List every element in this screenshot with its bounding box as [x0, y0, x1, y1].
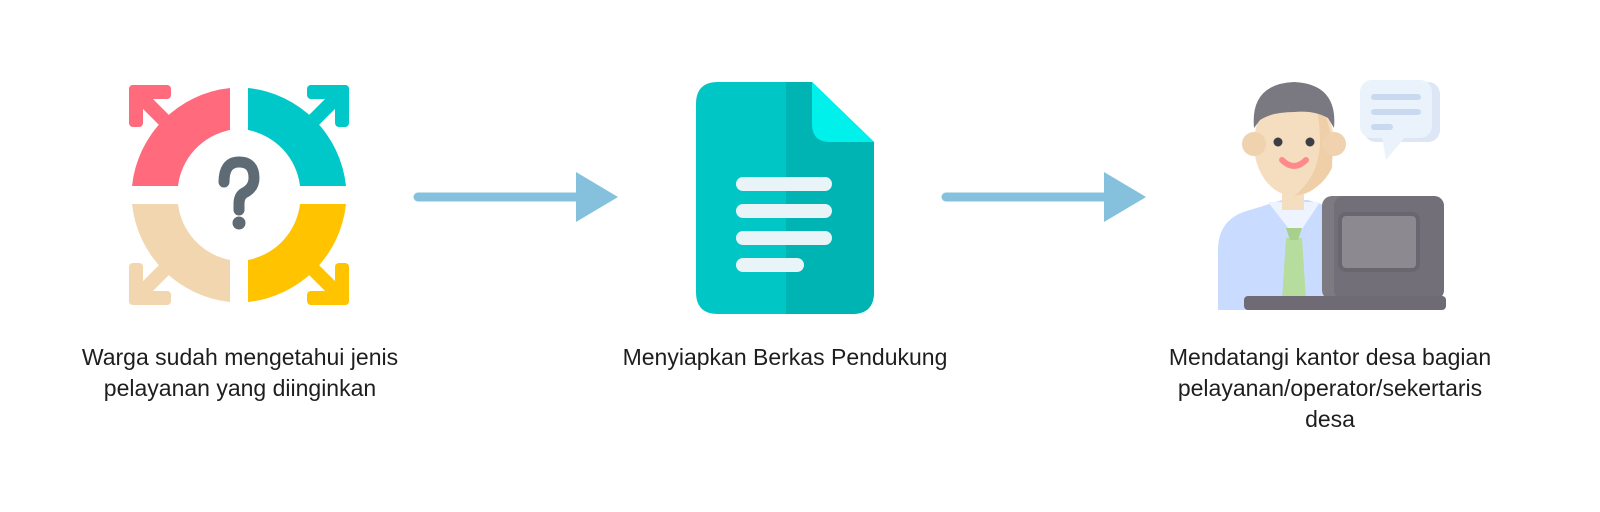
step-3-label-line-1: Mendatangi kantor desa bagian [1168, 344, 1492, 370]
arrow-right-icon [941, 172, 1146, 222]
step-1-label-line-2: pelayanan yang diinginkan [103, 375, 377, 401]
arrow-1 [412, 170, 622, 224]
step-1-label: Warga sudah mengetahui jenis pelayanan y… [40, 342, 440, 404]
step-3-label-line-2: pelayanan/operator/sekertaris [1177, 375, 1483, 401]
step-3-label-line-3: desa [1305, 406, 1355, 432]
speech-bubble-icon [1360, 80, 1440, 160]
arrow-2 [940, 170, 1150, 224]
question-arrows-icon [129, 85, 349, 305]
step-2-label-line-1: Menyiapkan Berkas Pendukung [622, 344, 948, 370]
document-icon [696, 82, 874, 314]
arrow-right-icon [413, 172, 618, 222]
step-2-label: Menyiapkan Berkas Pendukung [580, 342, 990, 373]
operator-at-computer-icon [1218, 80, 1446, 310]
step-1-label-line-1: Warga sudah mengetahui jenis [81, 344, 399, 370]
step-3-icon [1210, 78, 1450, 314]
step-1-icon [126, 82, 352, 308]
step-3-label: Mendatangi kantor desa bagian pelayanan/… [1130, 342, 1530, 435]
step-2-icon [694, 80, 876, 316]
